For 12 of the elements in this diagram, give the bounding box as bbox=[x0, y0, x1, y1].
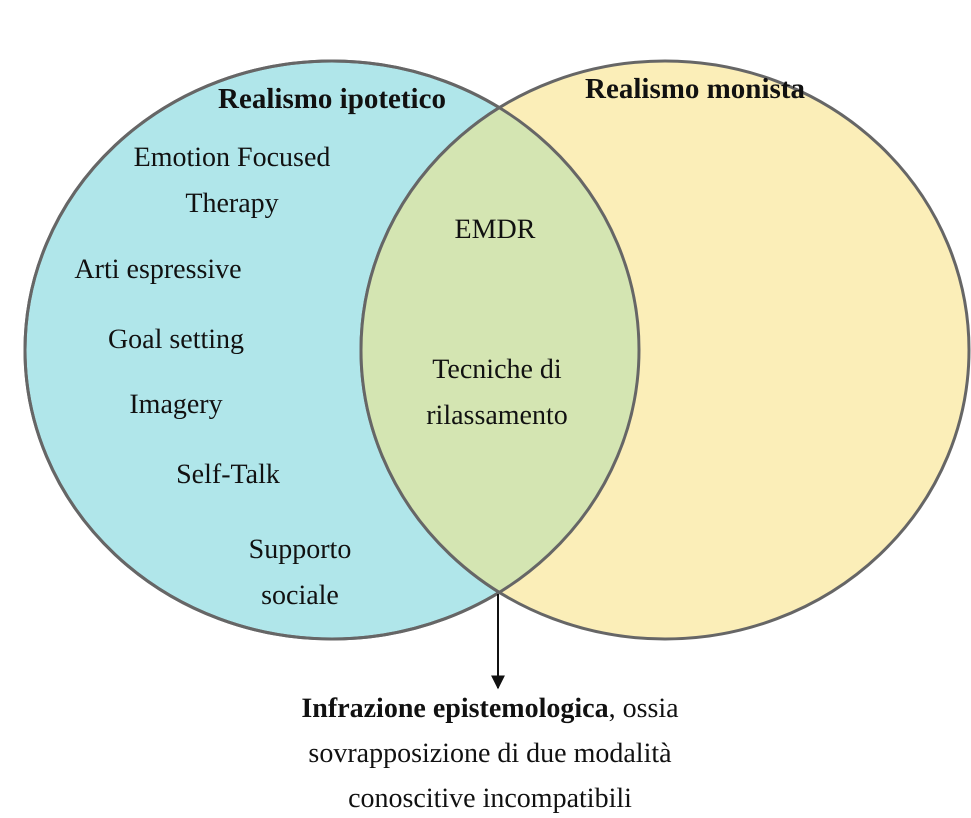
technique-label: Arti espressive bbox=[73, 253, 243, 287]
technique-label: Tecniche di rilassamento bbox=[425, 353, 569, 433]
technique-label: Imagery bbox=[128, 388, 224, 422]
technique-label: EMDR bbox=[454, 213, 536, 247]
arrow bbox=[491, 594, 505, 690]
technique-label: Emotion Focused Therapy bbox=[132, 141, 332, 221]
circle-heading: Realismo ipotetico bbox=[217, 82, 447, 117]
technique-label: Supporto sociale bbox=[248, 533, 352, 613]
technique-label: Self-Talk bbox=[175, 458, 281, 492]
technique-label: Goal setting bbox=[106, 323, 246, 357]
circle-heading: Realismo monista bbox=[584, 72, 806, 107]
conclusion-text: Infrazione epistemologica, ossia sovrapposizione di due modalità conoscitive incompatibili bbox=[255, 686, 725, 818]
